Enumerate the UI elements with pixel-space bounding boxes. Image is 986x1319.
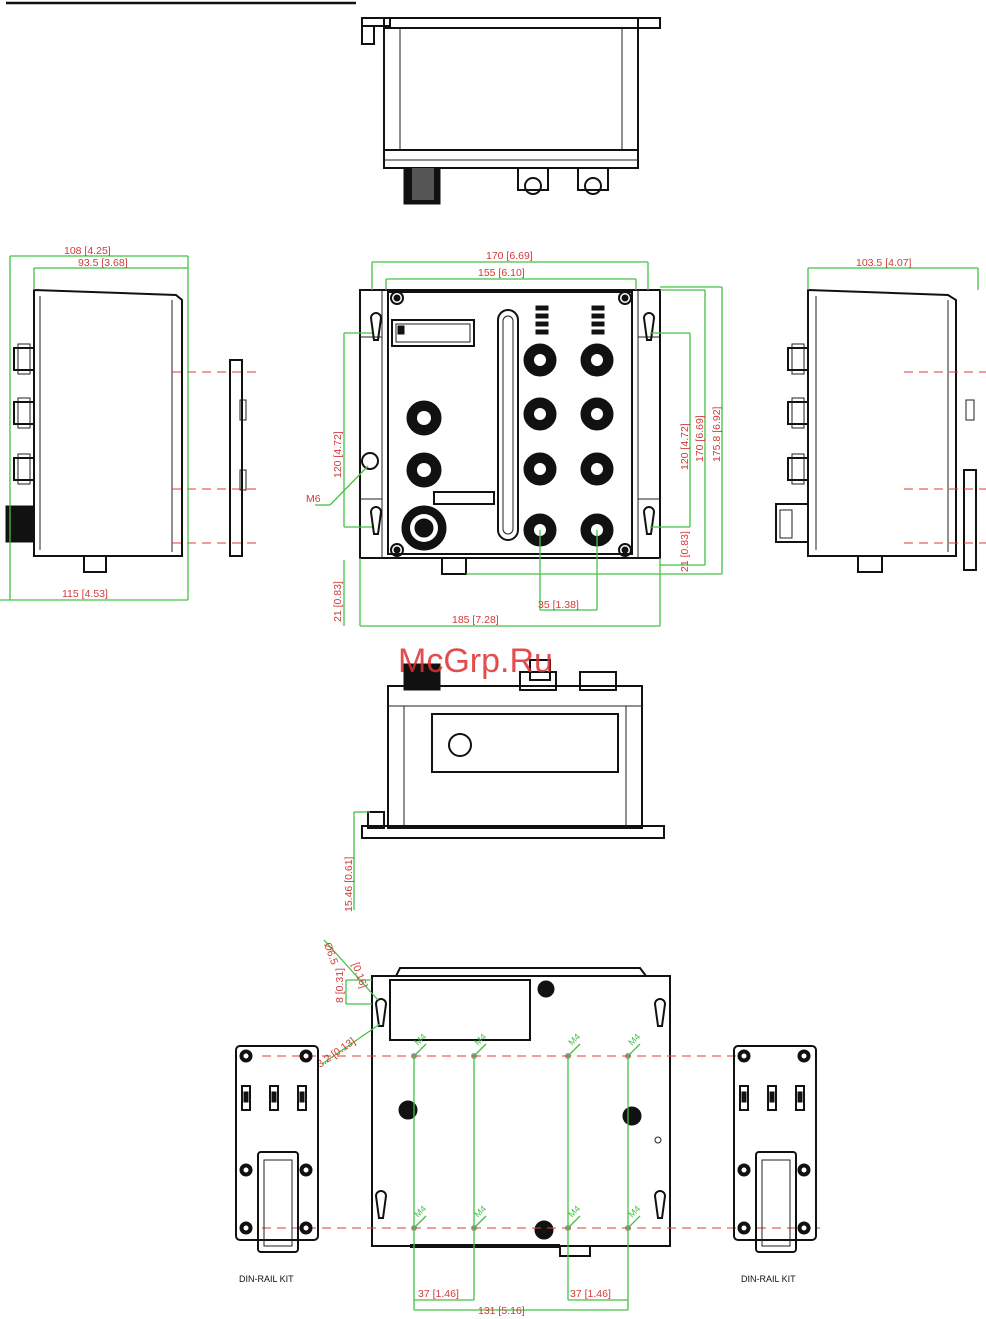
dim-170-width: 170 [6.69] [486,250,533,262]
dim-120-left: 120 [4.72] [332,431,344,478]
din-rail-kit-left: DIN-RAIL KIT [236,1046,318,1284]
din-rail-kit-right: DIN-RAIL KIT [734,1046,816,1284]
dim-37-right: 37 [1.46] [570,1288,611,1300]
bottom-view: 15.46 [0.61] [343,660,664,912]
dim-15-46: 15.46 [0.61] [343,856,355,912]
led-indicators-right [592,306,604,334]
dim-108: 108 [4.25] [64,245,111,257]
dim-dia-6-5: Ø6.5 [321,941,340,967]
dim-131: 131 [5.16] [478,1305,525,1317]
dim-120-right: 120 [4.72] [679,423,691,470]
side-view-right: 103.5 [4.07] [776,257,986,572]
side-view-left: 108 [4.25] 93.5 [3.68] 115 [4.53] [0,245,262,600]
front-view: 170 [6.69] 155 [6.10] 120 [4.72] M6 21 [… [306,250,723,626]
led-indicators-left [536,306,548,334]
rear-view: M4 M4 M4 M4 M4 M4 M4 M4 Ø6.5 8 [0.31] [0… [262,940,820,1317]
dim-35: 35 [1.38] [538,599,579,611]
m12-port-grid [524,344,613,546]
dim-37-left: 37 [1.46] [418,1288,459,1300]
dim-21-right: 21 [0.83] [679,531,691,572]
top-view [362,18,660,204]
dim-0-16: [0.16] [349,961,369,990]
dim-175-8: 175.8 [6.92] [711,406,723,462]
dim-radius: 3.2 [0.13] [315,1035,358,1070]
dim-155: 155 [6.10] [478,267,525,279]
caption-din-rail-right: DIN-RAIL KIT [741,1274,796,1284]
dim-170-height: 170 [6.69] [694,415,706,462]
dim-185: 185 [7.28] [452,614,499,626]
dim-103-5: 103.5 [4.07] [856,257,912,269]
dim-115: 115 [4.53] [62,588,108,600]
dim-21-left: 21 [0.83] [332,581,344,622]
caption-din-rail-left: DIN-RAIL KIT [239,1274,294,1284]
watermark: McGrp.Ru [398,642,553,680]
dim-93-5: 93.5 [3.68] [78,257,128,269]
dim-m6: M6 [306,493,321,505]
dim-8: 8 [0.31] [334,968,346,1003]
